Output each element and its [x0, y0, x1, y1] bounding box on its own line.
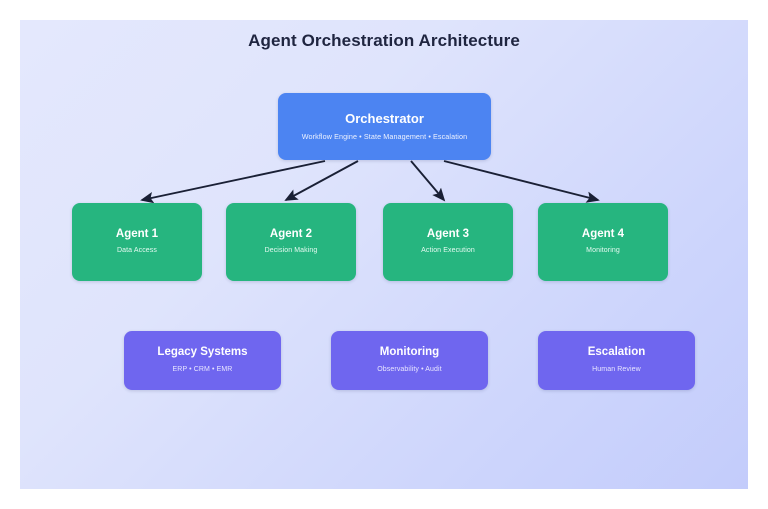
node-agent-2[interactable]: Agent 2 Decision Making — [226, 203, 356, 281]
node-agent-4-subtitle: Monitoring — [586, 247, 620, 255]
connector-orchestrator-agent-1 — [140, 160, 326, 204]
connector-orchestrator-agent-3 — [410, 160, 446, 202]
connector-orchestrator-agent-2 — [284, 160, 359, 201]
node-agent-1-title: Agent 1 — [115, 228, 159, 241]
diagram-canvas: Agent Orchestration Architecture Orchest… — [20, 20, 748, 489]
node-legacy-systems-subtitle: ERP • CRM • EMR — [172, 366, 233, 374]
node-monitoring[interactable]: Monitoring Observability • Audit — [331, 331, 488, 390]
node-agent-1[interactable]: Agent 1 Data Access — [72, 203, 202, 281]
node-escalation-subtitle: Human Review — [592, 366, 641, 374]
node-agent-3[interactable]: Agent 3 Action Execution — [383, 203, 513, 281]
node-orchestrator-subtitle: Workflow Engine • State Management • Esc… — [301, 132, 468, 142]
connector-orchestrator-agent-4 — [443, 160, 600, 203]
node-legacy-systems-title: Legacy Systems — [157, 346, 248, 359]
node-monitoring-title: Monitoring — [379, 346, 440, 359]
node-agent-2-title: Agent 2 — [269, 228, 313, 241]
node-agent-3-title: Agent 3 — [426, 228, 470, 241]
node-agent-2-subtitle: Decision Making — [264, 247, 318, 255]
node-monitoring-subtitle: Observability • Audit — [377, 366, 442, 374]
node-escalation[interactable]: Escalation Human Review — [538, 331, 695, 390]
page-title: Agent Orchestration Architecture — [248, 31, 520, 50]
node-orchestrator[interactable]: Orchestrator Workflow Engine • State Man… — [278, 93, 491, 160]
node-escalation-title: Escalation — [587, 346, 646, 359]
node-agent-3-subtitle: Action Execution — [421, 247, 475, 255]
node-agent-4[interactable]: Agent 4 Monitoring — [538, 203, 668, 281]
node-orchestrator-title: Orchestrator — [345, 110, 424, 126]
node-agent-1-subtitle: Data Access — [116, 247, 157, 255]
node-legacy-systems[interactable]: Legacy Systems ERP • CRM • EMR — [124, 331, 281, 390]
node-agent-4-title: Agent 4 — [581, 228, 625, 241]
